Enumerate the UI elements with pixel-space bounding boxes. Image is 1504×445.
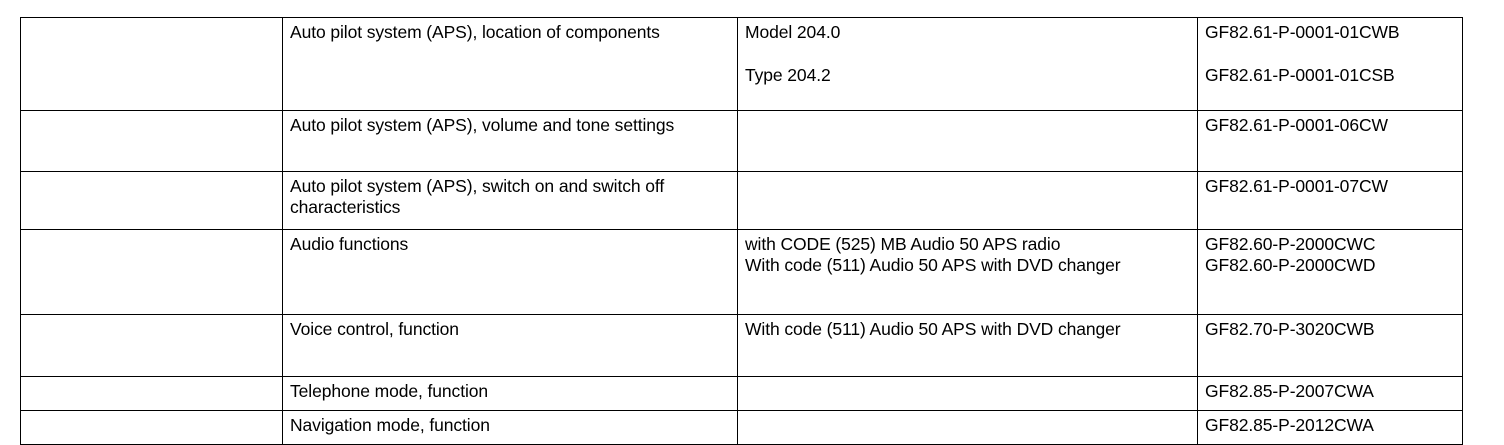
variant-cell: Model 204.0 Type 204.2: [737, 17, 1198, 111]
variant-text-line1: Model 204.0: [745, 22, 841, 42]
variant-spacer: [745, 43, 1191, 65]
function-text: Audio functions: [290, 234, 409, 254]
function-cell: Telephone mode, function: [282, 376, 738, 411]
variant-text-line1: With code (511) Audio 50 APS with DVD ch…: [745, 319, 1121, 339]
variant-cell: With code (511) Audio 50 APS with DVD ch…: [737, 314, 1198, 377]
table-body: Auto pilot system (APS), location of com…: [20, 17, 1463, 445]
table-row: Auto pilot system (APS), volume and tone…: [20, 110, 1463, 172]
index-cell: [20, 314, 283, 377]
function-cell: Auto pilot system (APS), location of com…: [282, 17, 738, 111]
variant-text-line2: With code (511) Audio 50 APS with DVD ch…: [745, 255, 1121, 275]
index-cell: [20, 376, 283, 411]
document-number-line1: GF82.61-P-0001-07CW: [1205, 176, 1388, 196]
variant-text-line2: Type 204.2: [745, 65, 831, 85]
table-row: Auto pilot system (APS), location of com…: [20, 17, 1463, 111]
index-cell: [20, 110, 283, 172]
function-text: Auto pilot system (APS), location of com…: [290, 22, 660, 42]
function-cell: Auto pilot system (APS), switch on and s…: [282, 171, 738, 230]
document-number-cell: GF82.61-P-0001-07CW: [1197, 171, 1463, 230]
document-number-cell: GF82.70-P-3020CWB: [1197, 314, 1463, 377]
table-row: Auto pilot system (APS), switch on and s…: [20, 171, 1463, 230]
function-cell: Navigation mode, function: [282, 410, 738, 445]
table-row: Voice control, function With code (511) …: [20, 314, 1463, 377]
variant-cell: [737, 376, 1198, 411]
variant-cell: [737, 171, 1198, 230]
service-reference-table: Auto pilot system (APS), location of com…: [20, 17, 1463, 445]
function-cell: Audio functions: [282, 229, 738, 315]
variant-text-line1: with CODE (525) MB Audio 50 APS radio: [745, 234, 1061, 254]
function-text: Voice control, function: [290, 319, 459, 339]
index-cell: [20, 17, 283, 111]
document-number-cell: GF82.61-P-0001-01CWB GF82.61-P-0001-01CS…: [1197, 17, 1463, 111]
index-cell: [20, 171, 283, 230]
variant-cell: [737, 110, 1198, 172]
table-row: Navigation mode, function GF82.85-P-2012…: [20, 410, 1463, 445]
index-cell: [20, 410, 283, 445]
document-number-spacer: [1205, 43, 1456, 65]
function-cell: Auto pilot system (APS), volume and tone…: [282, 110, 738, 172]
function-text: Navigation mode, function: [290, 415, 490, 435]
document-number-line2: GF82.60-P-2000CWD: [1205, 255, 1376, 275]
index-cell: [20, 229, 283, 315]
document-number-cell: GF82.85-P-2007CWA: [1197, 376, 1463, 411]
document-number-line1: GF82.85-P-2012CWA: [1205, 415, 1374, 435]
document-number-line1: GF82.85-P-2007CWA: [1205, 381, 1374, 401]
document-number-line1: GF82.61-P-0001-01CWB: [1205, 22, 1400, 42]
document-number-line2: GF82.61-P-0001-01CSB: [1205, 65, 1395, 85]
table-row: Audio functions with CODE (525) MB Audio…: [20, 229, 1463, 315]
document-number-cell: GF82.60-P-2000CWC GF82.60-P-2000CWD: [1197, 229, 1463, 315]
function-text: Telephone mode, function: [290, 381, 489, 401]
document-number-line1: GF82.61-P-0001-06CW: [1205, 115, 1388, 135]
function-text: Auto pilot system (APS), volume and tone…: [290, 115, 675, 135]
document-number-cell: GF82.61-P-0001-06CW: [1197, 110, 1463, 172]
document-number-cell: GF82.85-P-2012CWA: [1197, 410, 1463, 445]
table-row: Telephone mode, function GF82.85-P-2007C…: [20, 376, 1463, 411]
document-number-line1: GF82.60-P-2000CWC: [1205, 234, 1376, 254]
function-cell: Voice control, function: [282, 314, 738, 377]
variant-cell: with CODE (525) MB Audio 50 APS radio Wi…: [737, 229, 1198, 315]
function-text: Auto pilot system (APS), switch on and s…: [290, 176, 665, 217]
variant-cell: [737, 410, 1198, 445]
document-number-line1: GF82.70-P-3020CWB: [1205, 319, 1375, 339]
